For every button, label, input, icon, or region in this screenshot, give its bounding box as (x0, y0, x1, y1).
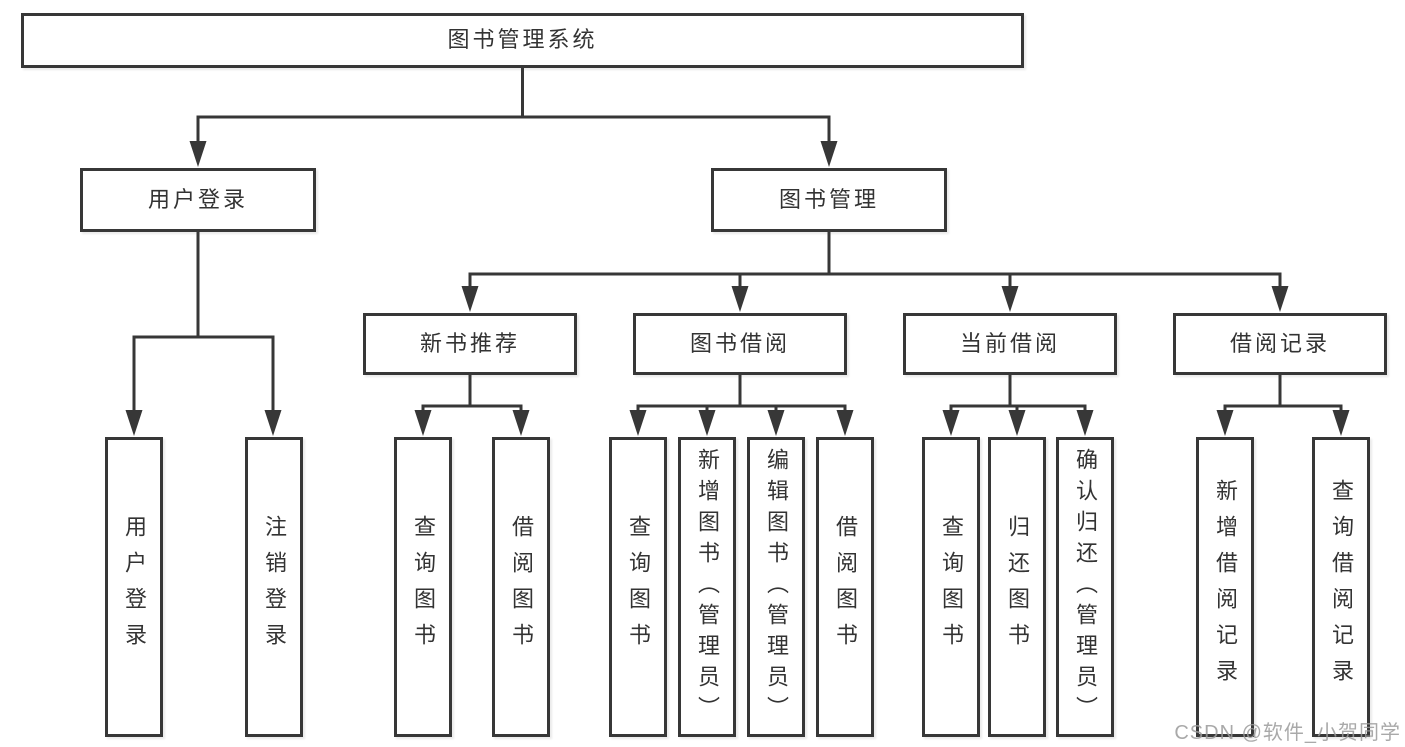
leaf-borrow-books-recommend: 借阅图书 (492, 437, 550, 737)
leaf-return-books-label: 归还图书 (1005, 515, 1030, 659)
leaf-confirm-return-admin-label: 确认归还（管理员） (1073, 447, 1098, 727)
node-book-borrowing: 图书借阅 (633, 313, 847, 375)
leaf-query-books-borrowing-label: 查询图书 (626, 515, 651, 659)
csdn-watermark: CSDN @软件_小贺同学 (1174, 722, 1401, 744)
node-user-login-label: 用户登录 (147, 186, 248, 212)
leaf-query-books-current-label: 查询图书 (939, 515, 964, 659)
node-new-book-recommend-label: 新书推荐 (419, 330, 520, 356)
node-root: 图书管理系统 (21, 13, 1024, 68)
leaf-borrow-books: 借阅图书 (816, 437, 874, 737)
leaf-add-borrow-record: 新增借阅记录 (1196, 437, 1254, 737)
leaf-borrow-books-recommend-label: 借阅图书 (509, 515, 534, 659)
connector-arrowheads (125, 141, 1350, 436)
leaf-edit-books-admin-label: 编辑图书（管理员） (764, 447, 789, 727)
node-book-management-label: 图书管理 (778, 186, 879, 212)
leaf-logout: 注销登录 (245, 437, 303, 737)
leaf-user-login: 用户登录 (105, 437, 163, 737)
node-borrowing-records: 借阅记录 (1173, 313, 1387, 375)
leaf-query-books-recommend-label: 查询图书 (411, 515, 436, 659)
connector-shafts (132, 68, 1343, 410)
leaf-query-borrow-record: 查询借阅记录 (1312, 437, 1370, 737)
leaf-borrow-books-label: 借阅图书 (833, 515, 858, 659)
leaf-add-borrow-record-label: 新增借阅记录 (1213, 479, 1238, 695)
node-current-borrowing-label: 当前借阅 (959, 330, 1060, 356)
leaf-logout-label: 注销登录 (262, 515, 287, 659)
leaf-user-login-label: 用户登录 (122, 515, 147, 659)
node-root-label: 图书管理系统 (447, 27, 598, 53)
leaf-edit-books-admin: 编辑图书（管理员） (747, 437, 805, 737)
node-current-borrowing: 当前借阅 (903, 313, 1117, 375)
node-borrowing-records-label: 借阅记录 (1229, 330, 1330, 356)
node-book-management: 图书管理 (711, 168, 947, 232)
node-new-book-recommend: 新书推荐 (363, 313, 577, 375)
leaf-query-books-current: 查询图书 (922, 437, 980, 737)
node-user-login: 用户登录 (80, 168, 316, 232)
leaf-add-books-admin: 新增图书（管理员） (678, 437, 736, 737)
leaf-query-borrow-record-label: 查询借阅记录 (1329, 479, 1354, 695)
leaf-query-books-borrowing: 查询图书 (609, 437, 667, 737)
leaf-confirm-return-admin: 确认归还（管理员） (1056, 437, 1114, 737)
leaf-return-books: 归还图书 (988, 437, 1046, 737)
leaf-query-books-recommend: 查询图书 (394, 437, 452, 737)
leaf-add-books-admin-label: 新增图书（管理员） (695, 447, 720, 727)
node-book-borrowing-label: 图书借阅 (689, 330, 790, 356)
